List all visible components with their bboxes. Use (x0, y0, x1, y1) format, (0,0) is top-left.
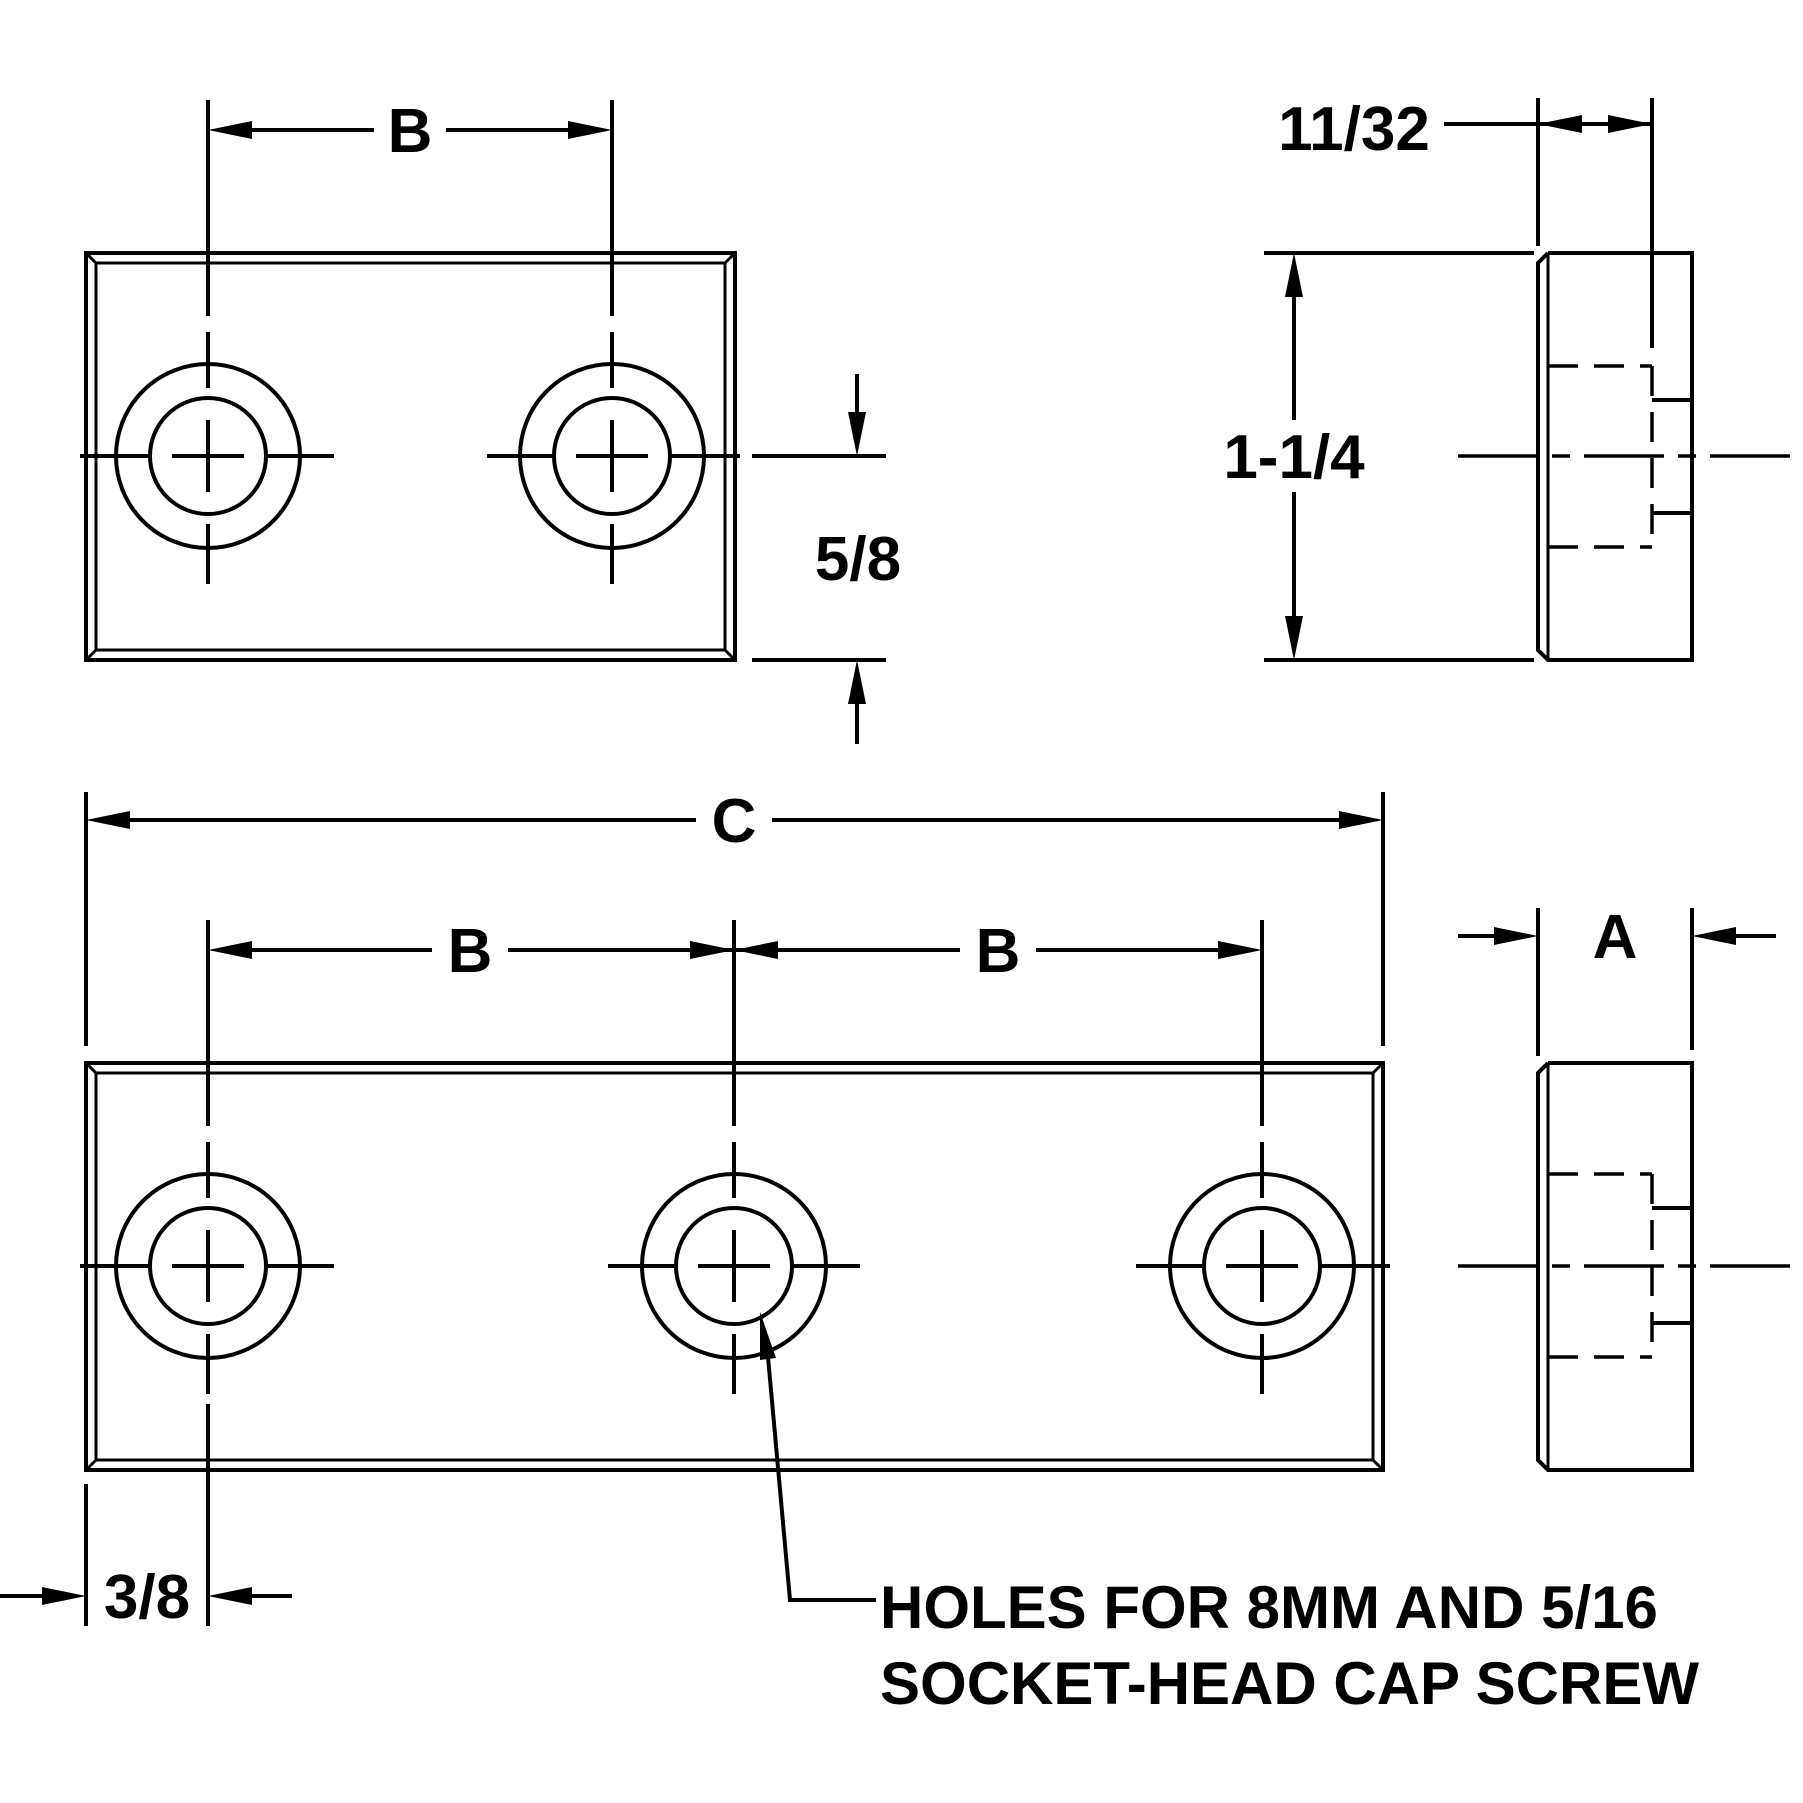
dim-c-label: C (712, 787, 757, 856)
top-front-view: B 5/8 (80, 97, 901, 744)
dim-b-label: B (388, 97, 433, 166)
dim-11-32-label: 11/32 (1278, 95, 1430, 164)
bottom-side-view: A (1458, 903, 1800, 1472)
top-side-view: 11/32 1-1/4 (1223, 95, 1800, 662)
bottom-front-view: C B B 3/8 (0, 787, 1390, 1632)
dim-a-label: A (1593, 903, 1638, 972)
dim-1-1-4-label: 1-1/4 (1223, 423, 1365, 492)
dim-5-8-label: 5/8 (815, 525, 901, 594)
dim-b-label: B (976, 917, 1021, 986)
note-line-1: HOLES FOR 8MM AND 5/16 (880, 1574, 1658, 1641)
note-line-2: SOCKET-HEAD CAP SCREW (880, 1650, 1699, 1717)
dim-b-label: B (448, 917, 493, 986)
hole-note: HOLES FOR 8MM AND 5/16 SOCKET-HEAD CAP S… (880, 1574, 1699, 1717)
dim-3-8-label: 3/8 (104, 1563, 190, 1632)
